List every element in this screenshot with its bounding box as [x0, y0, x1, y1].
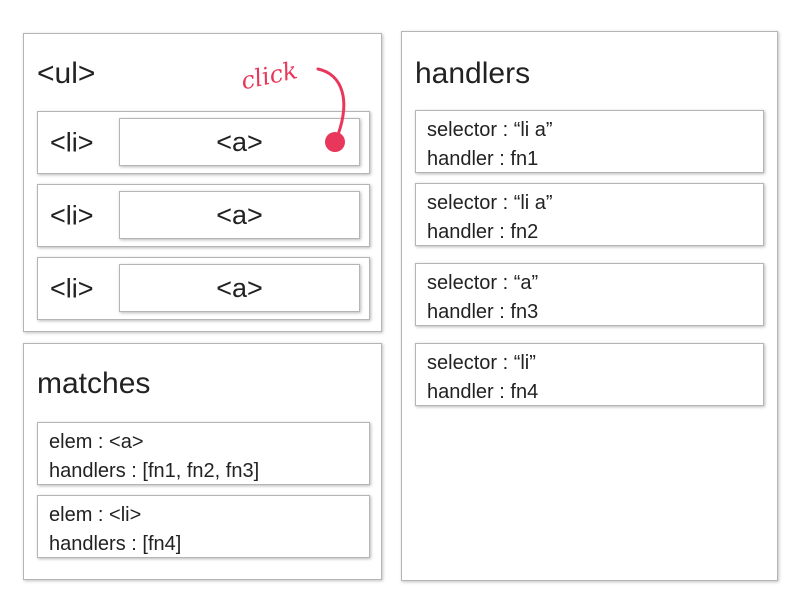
- handlers-panel-title: handlers: [415, 57, 531, 90]
- anchor-element[interactable]: <a>: [119, 118, 360, 166]
- anchor-element[interactable]: <a>: [119, 191, 360, 239]
- handler-fn: handler : fn4: [427, 381, 539, 403]
- handler-selector: selector : “a”: [427, 272, 539, 294]
- handler-fn: handler : fn2: [427, 221, 539, 243]
- matches-panel-title: matches: [37, 367, 151, 400]
- handler-selector: selector : “li a”: [427, 119, 553, 141]
- handler-fn: handler : fn3: [427, 301, 539, 323]
- handler-selector: selector : “li”: [427, 352, 536, 374]
- li-item[interactable]: <li> <a>: [37, 184, 370, 247]
- match-elem: elem : <li>: [49, 504, 142, 526]
- li-item[interactable]: <li> <a>: [37, 257, 370, 320]
- handler-entry: selector : “a” handler : fn3: [415, 263, 764, 326]
- handler-fn: handler : fn1: [427, 148, 539, 170]
- match-handlers: handlers : [fn4]: [49, 533, 182, 555]
- ul-panel: <ul> <li> <a> <li> <a> <li> <a>: [23, 33, 382, 332]
- match-entry: elem : <a> handlers : [fn1, fn2, fn3]: [37, 422, 370, 485]
- handler-selector: selector : “li a”: [427, 192, 553, 214]
- ul-panel-title: <ul>: [37, 57, 96, 90]
- handler-entry: selector : “li a” handler : fn2: [415, 183, 764, 246]
- match-elem: elem : <a>: [49, 431, 144, 453]
- anchor-element[interactable]: <a>: [119, 264, 360, 312]
- li-label: <li>: [50, 200, 94, 230]
- match-entry: elem : <li> handlers : [fn4]: [37, 495, 370, 558]
- li-item[interactable]: <li> <a>: [37, 111, 370, 174]
- match-handlers: handlers : [fn1, fn2, fn3]: [49, 460, 260, 482]
- handlers-panel: handlers selector : “li a” handler : fn1…: [401, 31, 778, 581]
- li-label: <li>: [50, 127, 94, 157]
- li-label: <li>: [50, 273, 94, 303]
- matches-panel: matches elem : <a> handlers : [fn1, fn2,…: [23, 343, 382, 580]
- handler-entry: selector : “li a” handler : fn1: [415, 110, 764, 173]
- handler-entry: selector : “li” handler : fn4: [415, 343, 764, 406]
